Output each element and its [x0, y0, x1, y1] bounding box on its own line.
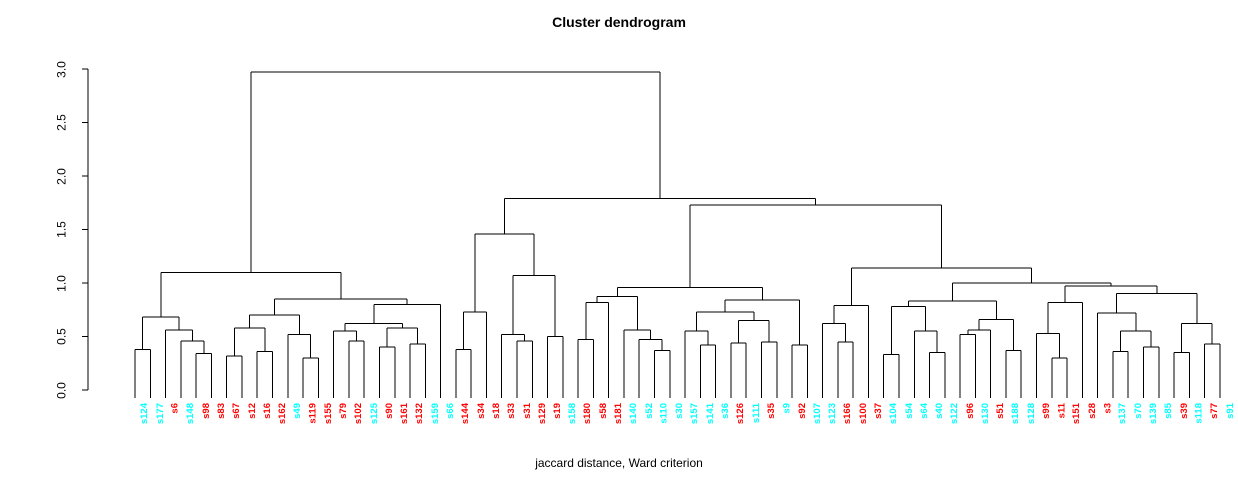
x-axis-label: jaccard distance, Ward criterion — [535, 456, 703, 470]
y-tick-label: 2.0 — [54, 167, 69, 185]
dendrogram-lines — [82, 68, 1221, 398]
y-tick-label: 1.5 — [54, 221, 69, 238]
y-tick-label: 2.5 — [54, 114, 69, 131]
y-tick-label: 0.5 — [54, 328, 69, 345]
chart-title: Cluster dendrogram — [552, 14, 686, 30]
y-tick-label: 3.0 — [54, 60, 69, 78]
y-tick-label: 0.0 — [54, 381, 69, 399]
y-tick-label: 1.0 — [54, 274, 69, 292]
